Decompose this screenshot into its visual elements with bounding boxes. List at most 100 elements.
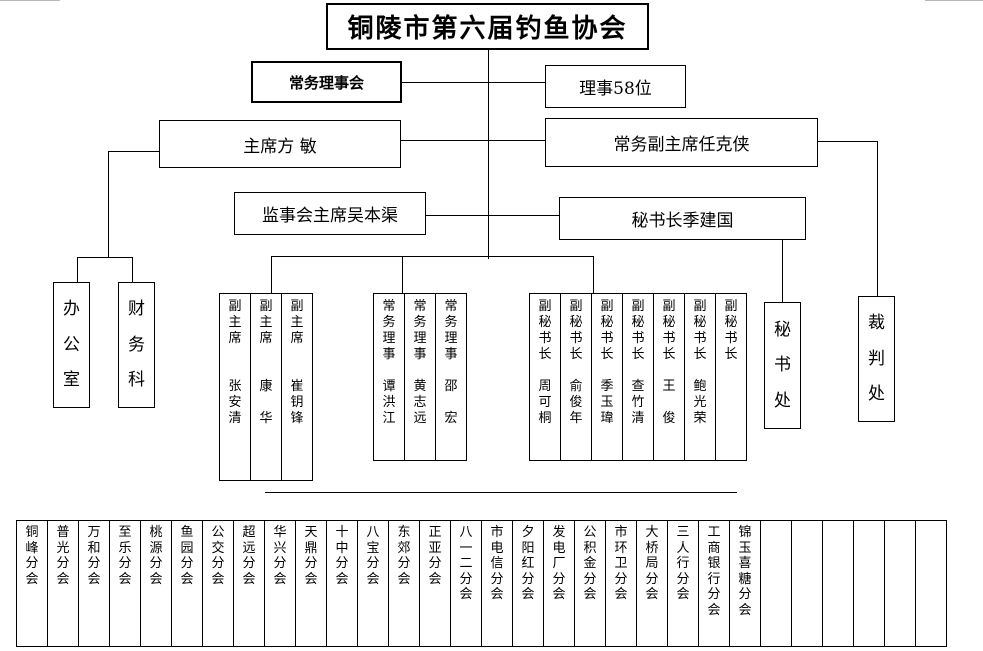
deputy-secretary-cell-role-char: 副 <box>724 299 738 314</box>
branch-char: 光 <box>56 540 70 556</box>
vice-chair-cell-name-char: 钥 <box>290 395 304 410</box>
deputy-secretary-cell-2: 副秘书长俞俊年 <box>560 293 592 461</box>
deputy-secretary-cell-role-char: 秘 <box>538 315 552 330</box>
finance-char-3: 科 <box>128 369 145 390</box>
branch-char: 会 <box>335 571 349 587</box>
office-char-3: 室 <box>63 369 80 390</box>
deputy-secretary-cell-4: 副秘书长查竹清 <box>622 293 654 461</box>
branch-cell: 发电厂分会 <box>543 520 575 647</box>
secretariat-box: 秘 书 处 <box>764 302 801 429</box>
branch-cell-empty <box>884 520 916 647</box>
standing-board-box: 常务理事会 <box>251 61 402 103</box>
branch-char: 铜 <box>25 525 39 540</box>
branch-char: 会 <box>614 587 628 602</box>
deputy-secretary-cell-role-char: 书 <box>600 331 614 346</box>
branch-char: 大 <box>645 525 659 540</box>
branch-char: 分 <box>459 571 473 587</box>
branch-cell-empty <box>915 520 947 647</box>
branch-char: 会 <box>180 571 194 587</box>
branch-char: 会 <box>118 571 132 587</box>
branch-char: 分 <box>273 556 287 571</box>
standing-director-cell-name-char: 江 <box>382 411 396 426</box>
deputy-secretary-cell-role-char: 书 <box>631 331 645 346</box>
deputy-secretary-cell-role-char: 书 <box>538 331 552 346</box>
branch-char: 兴 <box>273 540 287 556</box>
branch-cell-empty <box>822 520 854 647</box>
branch-char: 市 <box>614 525 628 540</box>
exec-vice-chairman-box: 常务副主席任克侠 <box>545 118 818 167</box>
branch-char: 糖 <box>738 571 752 587</box>
connector-office-finance <box>77 257 133 258</box>
connector-chairman-left <box>108 151 160 152</box>
standing-director-cell-role-char: 事 <box>444 347 458 362</box>
branch-char: 银 <box>707 556 721 571</box>
branch-char: 宝 <box>366 540 380 556</box>
branch-char: 发 <box>552 525 566 540</box>
branch-cell: 正亚分会 <box>419 520 451 647</box>
deputy-secretary-cell-role-char: 副 <box>600 299 614 314</box>
branch-char: 分 <box>335 556 349 571</box>
branch-char: 行 <box>707 571 721 587</box>
vice-chair-cell-role-char: 席 <box>228 331 242 346</box>
deputy-secretary-cell-name-char: 俞 <box>569 379 583 394</box>
branch-cell: 超远分会 <box>233 520 265 647</box>
branch-char: 工 <box>707 525 721 540</box>
branch-cell: 夕阳红分会 <box>512 520 544 647</box>
branch-char: 三 <box>676 525 690 540</box>
branch-char: 金 <box>583 556 597 571</box>
branch-char: 分 <box>428 556 442 571</box>
deputy-secretary-cell-name-char: 可 <box>538 395 552 410</box>
standing-director-cell-role-char: 务 <box>382 315 396 330</box>
branch-char: 商 <box>707 540 721 556</box>
arbitration-box: 裁 判 处 <box>858 296 895 422</box>
office-char-1: 办 <box>63 299 80 320</box>
standing-director-cell-name-char: 志 <box>413 395 427 410</box>
branch-char: 至 <box>118 525 132 540</box>
branch-cell: 华兴分会 <box>264 520 296 647</box>
branch-char: 分 <box>552 571 566 587</box>
branch-char: 喜 <box>738 556 752 571</box>
branch-cell-empty <box>791 520 823 647</box>
vice-chair-cell-name-char: 张 <box>228 379 242 394</box>
branch-char: 分 <box>304 556 318 571</box>
branch-char: 东 <box>397 525 411 540</box>
deputy-secretary-cell-role-char: 长 <box>569 347 583 362</box>
branch-cell: 三人行分会 <box>667 520 699 647</box>
standing-director-cell-1: 常务理事谭洪江 <box>373 293 405 461</box>
top-edge-line-left <box>0 0 60 1</box>
connector-secretariat <box>782 239 783 302</box>
branch-cell-empty <box>760 520 792 647</box>
vice-chair-cell-name-char: 锋 <box>290 411 304 426</box>
connector-office <box>77 257 78 282</box>
vice-chair-cell-2: 副主席康 华 <box>250 293 282 481</box>
vice-chair-cell-role-char: 副 <box>290 299 304 314</box>
branch-char: 万 <box>87 525 101 540</box>
office-box: 办 公 室 <box>53 282 90 408</box>
branch-cell: 锦玉喜糖分会 <box>729 520 761 647</box>
branch-char: 电 <box>552 540 566 556</box>
vice-chair-cell-name-char: 安 <box>228 395 242 410</box>
vice-chair-cell-3: 副主席崔钥锋 <box>281 293 313 481</box>
branch-char: 分 <box>211 556 225 571</box>
standing-director-cell-name-char: 黄 <box>413 379 427 394</box>
branch-char: 会 <box>366 571 380 587</box>
vice-chair-cell-name-char: 康 <box>259 379 273 394</box>
branch-char: 锦 <box>738 525 752 540</box>
branch-char: 会 <box>645 587 659 602</box>
branch-char: 八 <box>366 525 380 540</box>
branch-cell: 大桥局分会 <box>636 520 668 647</box>
deputy-secretary-cell-3: 副秘书长季玉瑋 <box>591 293 623 461</box>
top-edge-line-right <box>925 0 983 1</box>
branch-char: 亚 <box>428 540 442 556</box>
branch-char: 会 <box>211 571 225 587</box>
branch-char: 普 <box>56 525 70 540</box>
branch-cell: 天鼎分会 <box>295 520 327 647</box>
branch-cell: 市电信分会 <box>481 520 513 647</box>
branch-char: 会 <box>676 587 690 602</box>
branch-char: 远 <box>242 540 256 556</box>
deputy-secretary-cell-7: 副秘书长 <box>715 293 747 461</box>
vice-chair-cell-role-char: 主 <box>228 315 242 330</box>
branch-char: 分 <box>521 571 535 587</box>
deputy-secretary-cell-role-char: 长 <box>600 347 614 362</box>
vice-chair-cell-name-char: 华 <box>259 411 273 426</box>
